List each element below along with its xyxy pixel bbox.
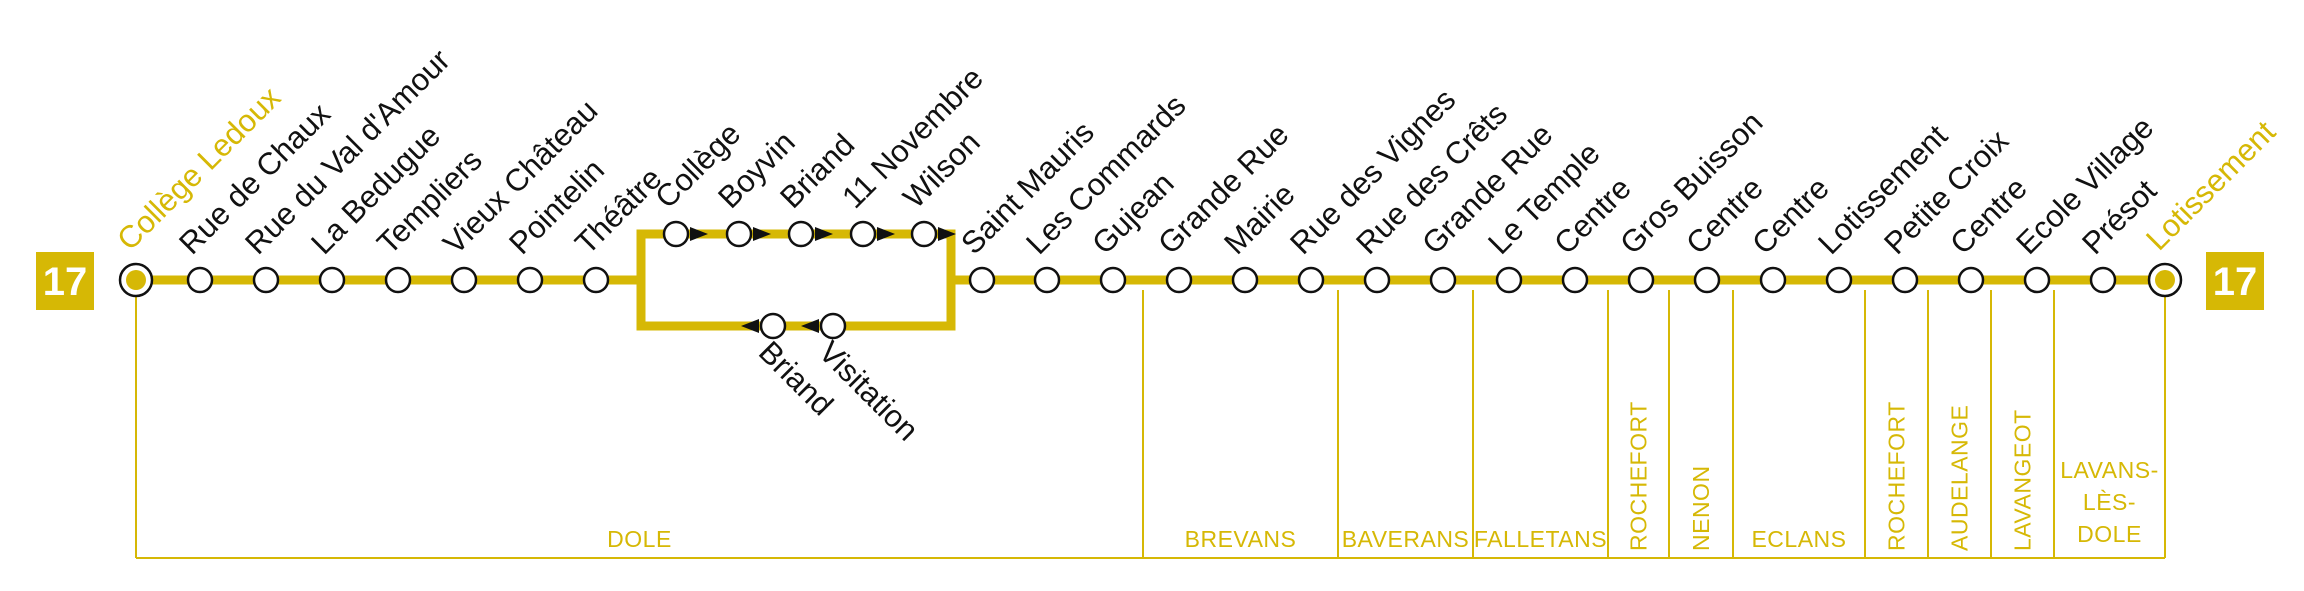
zone-label: AUDELANGE xyxy=(1947,405,1973,551)
stop-lower: Visitation xyxy=(812,312,925,448)
stop-marker xyxy=(582,266,610,294)
stop-marker xyxy=(2023,266,2051,294)
zone-label: DOLE xyxy=(607,526,672,552)
direction-arrow xyxy=(938,227,956,241)
zone: LAVANS- LÈS- DOLE xyxy=(2060,457,2159,547)
stop-marker xyxy=(1759,266,1787,294)
stop-marker xyxy=(1891,266,1919,294)
stop-marker xyxy=(2089,266,2117,294)
stop-marker xyxy=(1165,266,1193,294)
zone: FALLETANS xyxy=(1474,526,1607,552)
stop-marker xyxy=(787,220,815,248)
terminus-marker-inner xyxy=(2155,270,2175,290)
stop-marker xyxy=(516,266,544,294)
zone: ROCHEFORT xyxy=(1884,401,1910,551)
zone-label: BAVERANS xyxy=(1342,526,1470,552)
stop-marker xyxy=(1693,266,1721,294)
stop-marker xyxy=(1429,266,1457,294)
stop-marker xyxy=(1825,266,1853,294)
zone-label: FALLETANS xyxy=(1474,526,1607,552)
zone-label: ROCHEFORT xyxy=(1626,401,1652,551)
stop-marker xyxy=(1231,266,1259,294)
zone-label-line: LÈS- xyxy=(2083,489,2136,515)
stop-marker xyxy=(725,220,753,248)
zone-label: BREVANS xyxy=(1185,526,1297,552)
zone: ROCHEFORT xyxy=(1626,401,1652,551)
badge-number: 17 xyxy=(43,260,88,304)
zone: DOLE xyxy=(607,526,672,552)
stop-marker xyxy=(318,266,346,294)
zone: AUDELANGE xyxy=(1947,405,1973,551)
terminus-marker-inner xyxy=(126,270,146,290)
zone-label-line: LAVANS- xyxy=(2060,457,2159,483)
line-number-badge: 17 xyxy=(36,252,94,310)
zone: ECLANS xyxy=(1751,526,1846,552)
zone: NENON xyxy=(1688,465,1714,551)
direction-arrow xyxy=(741,319,759,333)
zone-label: ROCHEFORT xyxy=(1884,401,1910,551)
zone-label: ECLANS xyxy=(1751,526,1846,552)
stop-marker xyxy=(662,220,690,248)
stop-marker xyxy=(450,266,478,294)
zone: LAVANGEOT xyxy=(2010,409,2036,551)
line-number-badge: 17 xyxy=(2206,252,2264,310)
zone: BREVANS xyxy=(1185,526,1297,552)
stop-marker xyxy=(1297,266,1325,294)
stop-marker xyxy=(849,220,877,248)
stop-marker xyxy=(252,266,280,294)
badge-background xyxy=(2206,252,2264,310)
stop-marker xyxy=(1627,266,1655,294)
stop-marker xyxy=(968,266,996,294)
stop-marker xyxy=(1033,266,1061,294)
stop-marker xyxy=(759,312,787,340)
route-loop xyxy=(636,229,956,331)
stop-marker xyxy=(1495,266,1523,294)
direction-arrow xyxy=(801,319,819,333)
stop-marker xyxy=(910,220,938,248)
direction-arrow xyxy=(753,227,771,241)
route-line xyxy=(136,227,2165,333)
stop-marker xyxy=(819,312,847,340)
zone-label: NENON xyxy=(1688,465,1714,551)
stop-marker xyxy=(186,266,214,294)
stop-marker xyxy=(1099,266,1127,294)
zone: BAVERANS xyxy=(1342,526,1470,552)
stop-marker xyxy=(1957,266,1985,294)
stop-marker xyxy=(1363,266,1391,294)
stop-marker xyxy=(1561,266,1589,294)
badge-background xyxy=(36,252,94,310)
direction-arrow xyxy=(815,227,833,241)
terminus-label: Lotissement xyxy=(2139,114,2282,257)
badge-number: 17 xyxy=(2213,260,2258,304)
direction-arrow xyxy=(690,227,708,241)
zone-label: LAVANGEOT xyxy=(2010,409,2036,551)
direction-arrow xyxy=(877,227,895,241)
zone-label-line: DOLE xyxy=(2077,521,2142,547)
stop-marker xyxy=(384,266,412,294)
